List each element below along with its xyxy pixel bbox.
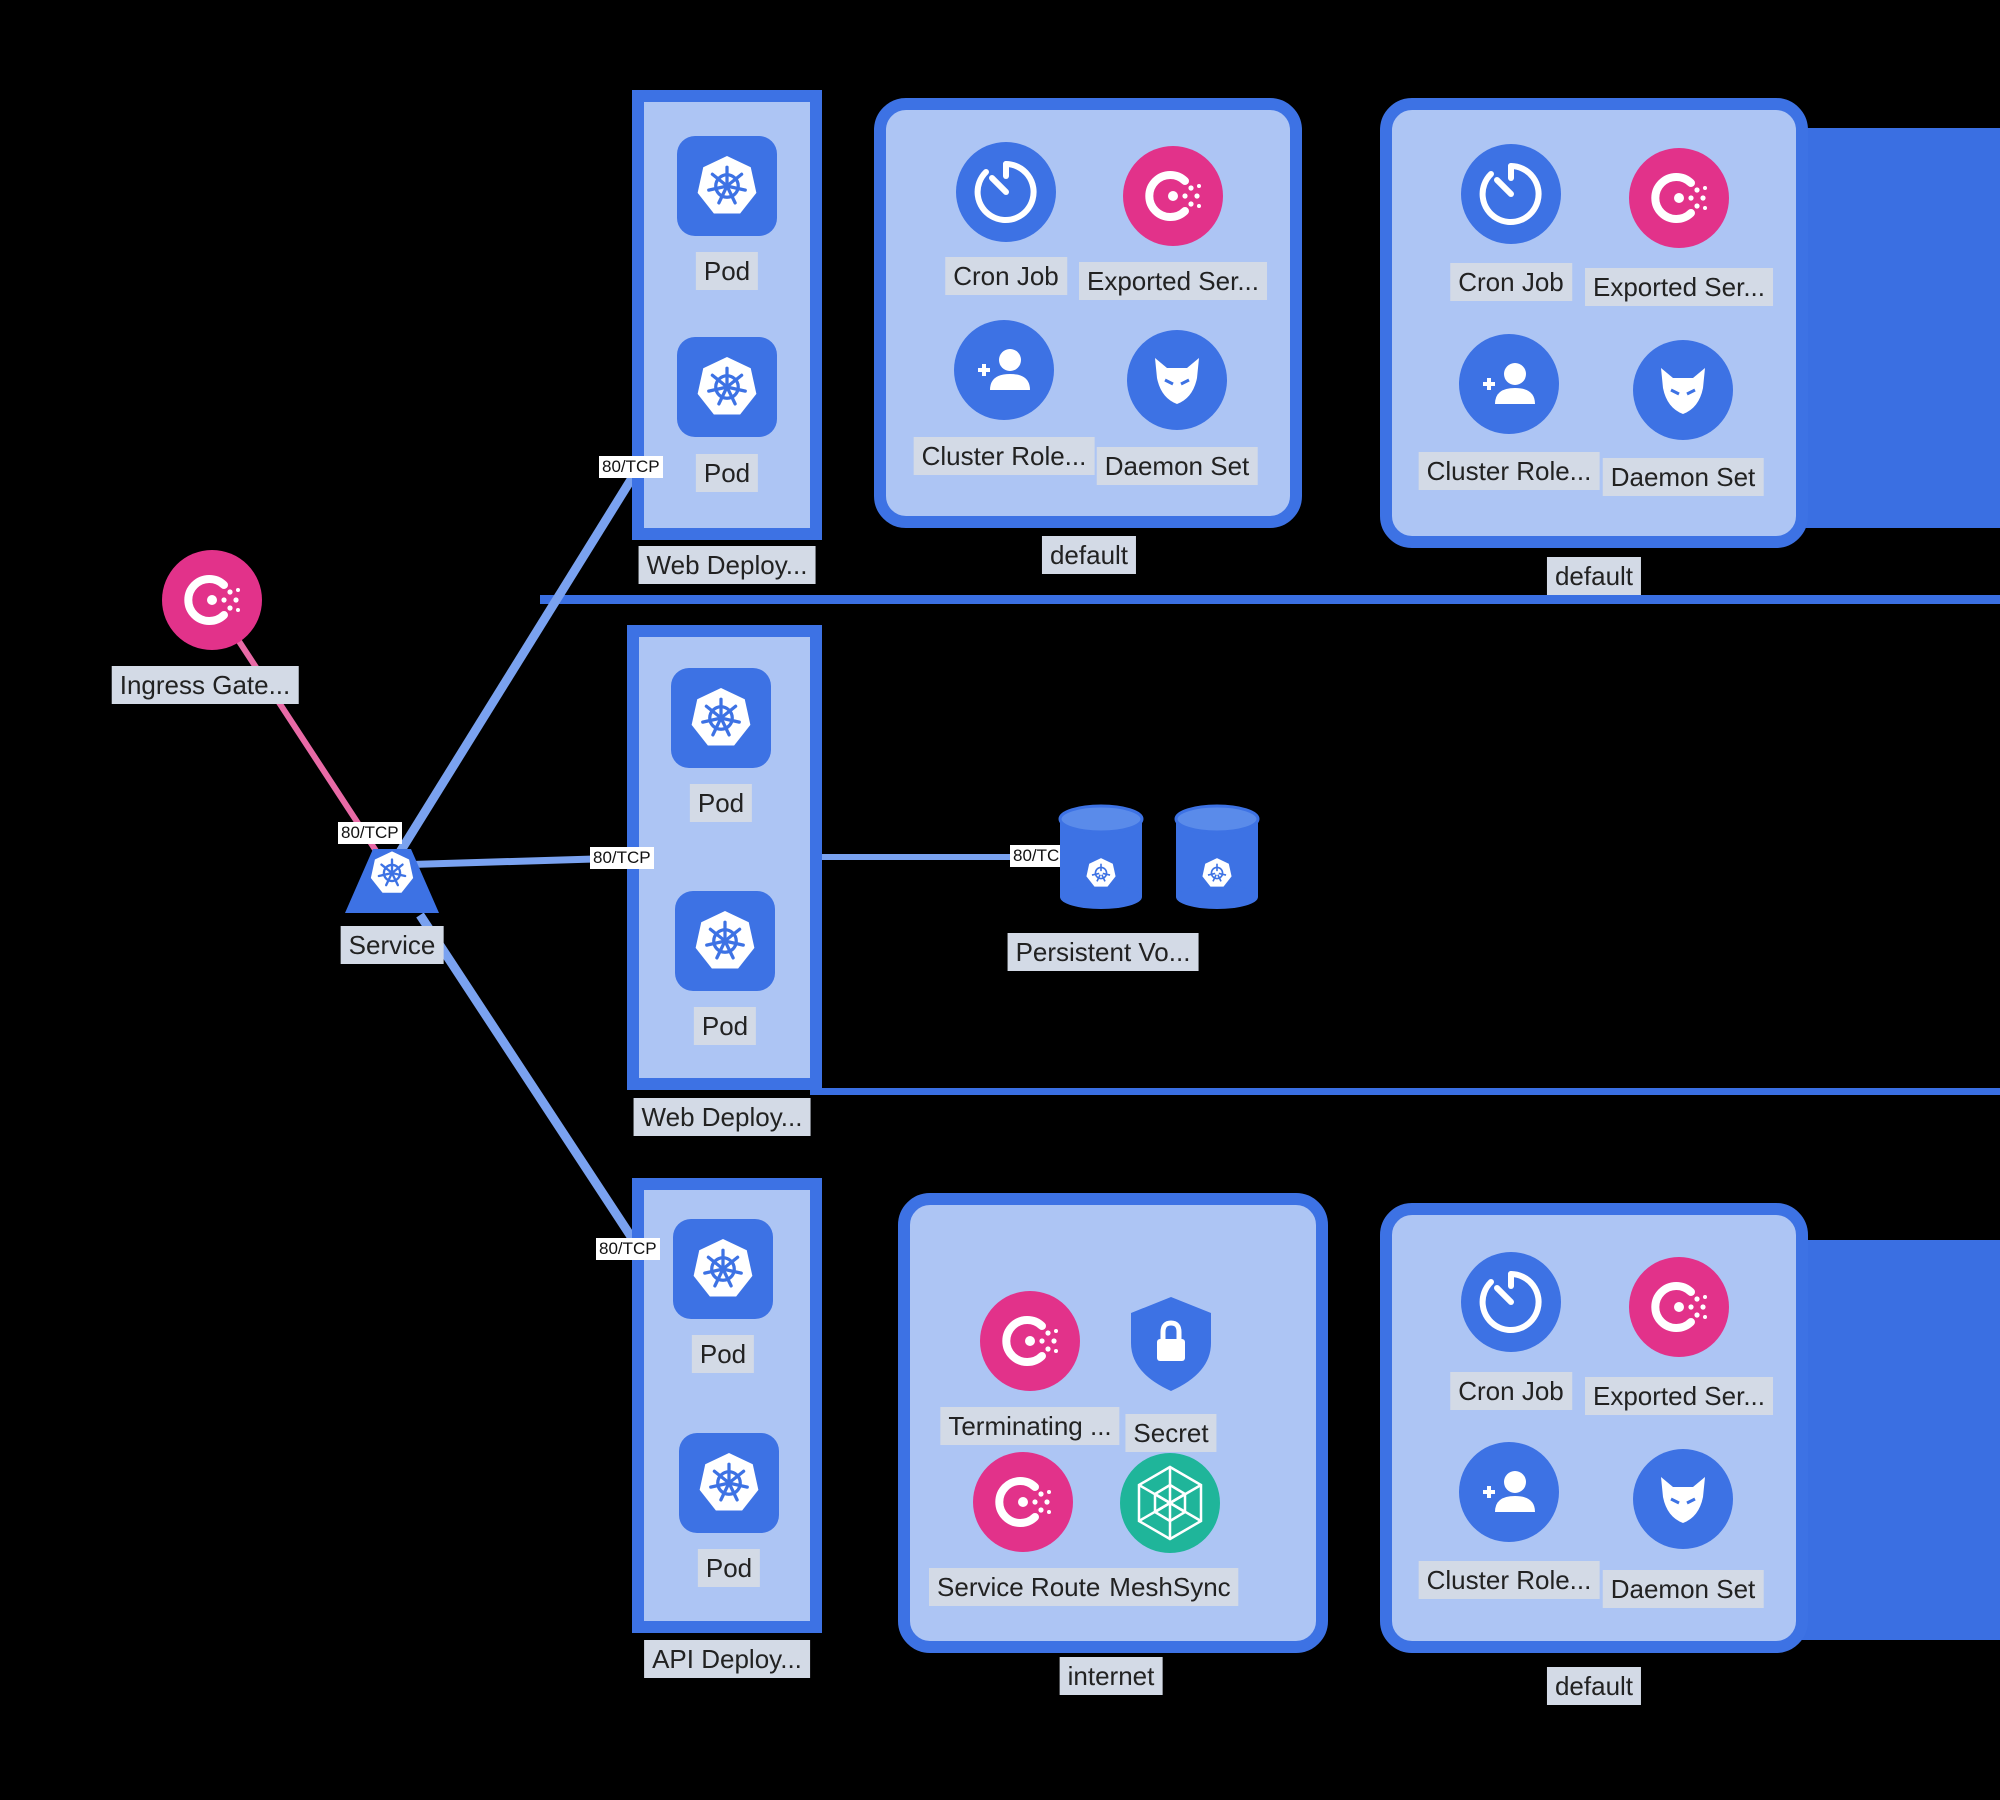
daemon-set-node[interactable]: [1633, 1449, 1733, 1549]
kubernetes-icon: [677, 136, 777, 236]
kubernetes-icon: [675, 891, 775, 991]
deployment-label: Web Deploy...: [638, 546, 816, 584]
edge-ingress-service[interactable]: [209, 598, 385, 862]
service-label: Service: [340, 926, 444, 964]
pod-label: Pod: [691, 1335, 755, 1373]
service-node[interactable]: [343, 845, 441, 917]
pod-node[interactable]: [671, 668, 771, 768]
timer-icon: [956, 142, 1056, 242]
background-band: [810, 1088, 2000, 1095]
add-user-icon: [1459, 1442, 1559, 1542]
pod-node[interactable]: [679, 1433, 779, 1533]
kubernetes-icon: [370, 851, 414, 893]
daemon-icon: [1127, 330, 1227, 430]
consul-icon: [1629, 1257, 1729, 1357]
ingress-gateway-node[interactable]: [162, 550, 262, 650]
namespace-item-label: Exported Ser...: [1079, 262, 1267, 300]
ingress-gateway-label: Ingress Gate...: [111, 666, 299, 704]
namespace-item-label: Cluster Role...: [913, 437, 1095, 475]
namespace-item-label: Daemon Set: [1096, 447, 1258, 485]
cluster-role-node[interactable]: [1459, 334, 1559, 434]
consul-icon: [162, 550, 262, 650]
cluster-role-node[interactable]: [1459, 1442, 1559, 1542]
cron-job-node[interactable]: [956, 142, 1056, 242]
edge-label: 80/TCP: [590, 847, 654, 869]
deployment-label: API Deploy...: [644, 1640, 810, 1678]
edge-service-web1[interactable]: [391, 475, 636, 863]
deployment-label: Web Deploy...: [633, 1098, 811, 1136]
persistent-volume-node[interactable]: [1058, 803, 1263, 911]
timer-icon: [1461, 1252, 1561, 1352]
namespace-item-label: Cron Job: [1450, 263, 1572, 301]
daemon-set-node[interactable]: [1127, 330, 1227, 430]
consul-icon: [980, 1291, 1080, 1391]
consul-icon: [1629, 148, 1729, 248]
database-icon: [1174, 804, 1260, 909]
secret-node[interactable]: [1121, 1293, 1221, 1393]
exported-service-node[interactable]: [1123, 146, 1223, 246]
daemon-icon: [1633, 340, 1733, 440]
background-band: [540, 595, 2000, 604]
consul-icon: [973, 1452, 1073, 1552]
kubernetes-icon: [677, 337, 777, 437]
timer-icon: [1461, 144, 1561, 244]
namespace-label: default: [1546, 557, 1642, 595]
edge-label: 80/TCP: [599, 456, 663, 478]
exported-service-node[interactable]: [1629, 1257, 1729, 1357]
cron-job-node[interactable]: [1461, 144, 1561, 244]
namespace-label: default: [1546, 1667, 1642, 1705]
namespace-item-label: Service Router: [929, 1568, 1117, 1606]
namespace-item-label: MeshSync: [1101, 1568, 1239, 1606]
meshsync-node[interactable]: [1120, 1453, 1220, 1553]
lock-shield-icon: [1131, 1297, 1211, 1391]
kubernetes-icon: [671, 668, 771, 768]
namespace-label: default: [1041, 536, 1137, 574]
terminating-gateway-node[interactable]: [980, 1291, 1080, 1391]
daemon-set-node[interactable]: [1633, 340, 1733, 440]
namespace-item-label: Cron Job: [945, 257, 1067, 295]
namespace-item-label: Daemon Set: [1602, 458, 1764, 496]
namespace-label: internet: [1059, 1657, 1163, 1695]
background-band: [1800, 1240, 2000, 1640]
namespace-item-label: Secret: [1125, 1414, 1217, 1452]
meshsync-icon: [1120, 1453, 1220, 1553]
edge-label: 80/TCP: [596, 1238, 660, 1260]
kubernetes-icon: [673, 1219, 773, 1319]
pod-node[interactable]: [677, 337, 777, 437]
add-user-icon: [954, 320, 1054, 420]
edge-service-api[interactable]: [416, 912, 636, 1241]
namespace-item-label: Cron Job: [1450, 1372, 1572, 1410]
pod-label: Pod: [695, 454, 759, 492]
service-router-node[interactable]: [973, 1452, 1073, 1552]
pod-node[interactable]: [673, 1219, 773, 1319]
persistent-volume-label: Persistent Vo...: [1007, 933, 1199, 971]
namespace-item-label: Terminating ...: [940, 1407, 1120, 1445]
edge-service-web2[interactable]: [394, 854, 628, 869]
edge-label: 80/TCP: [1010, 845, 1074, 867]
exported-service-node[interactable]: [1629, 148, 1729, 248]
namespace-item-label: Exported Ser...: [1585, 268, 1773, 306]
background-band: [1800, 128, 2000, 528]
pod-label: Pod: [689, 784, 753, 822]
namespace-item-label: Daemon Set: [1602, 1570, 1764, 1608]
consul-icon: [1123, 146, 1223, 246]
pod-label: Pod: [693, 1007, 757, 1045]
add-user-icon: [1459, 334, 1559, 434]
pod-node[interactable]: [677, 136, 777, 236]
daemon-icon: [1633, 1449, 1733, 1549]
edge-label: 80/TCP: [338, 822, 402, 844]
pod-node[interactable]: [675, 891, 775, 991]
namespace-item-label: Cluster Role...: [1418, 1561, 1600, 1599]
kubernetes-icon: [679, 1433, 779, 1533]
namespace-item-label: Exported Ser...: [1585, 1377, 1773, 1415]
pod-label: Pod: [695, 252, 759, 290]
pod-label: Pod: [697, 1549, 761, 1587]
cron-job-node[interactable]: [1461, 1252, 1561, 1352]
cluster-role-node[interactable]: [954, 320, 1054, 420]
database-icon: [1058, 804, 1144, 909]
namespace-item-label: Cluster Role...: [1418, 452, 1600, 490]
